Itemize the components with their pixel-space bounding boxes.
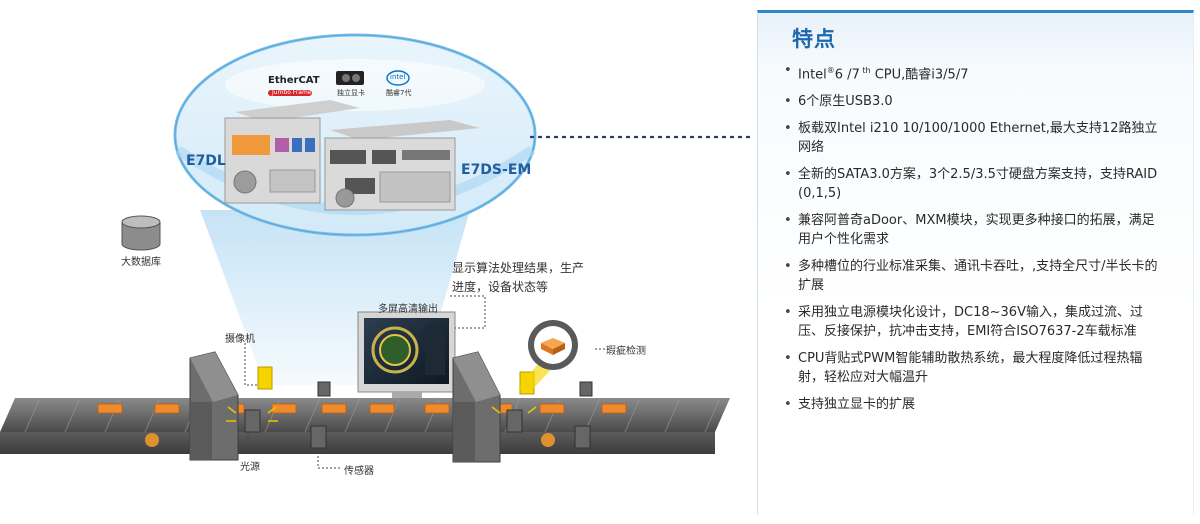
sensor-device: [310, 381, 331, 449]
intel-logo: [386, 70, 410, 86]
feature-item: 采用独立电源模块化设计，DC18~36V输入，集成过流、过压、反接保护，抗冲击支…: [784, 303, 1167, 341]
database-icon: [121, 215, 161, 251]
feature-cpu-th: th: [859, 66, 871, 75]
defect-detection-icon: [518, 320, 578, 392]
display-note: 显示算法处理结果，生产 进度，设备状态等: [452, 259, 602, 297]
system-diagram: EtherCAT Jumbo Frame 独立显卡 intel 酷睿7代 E7D…: [0, 33, 757, 477]
features-list: Intel®6 /7 th CPU,酷睿i3/5/7 6个原生USB3.0 板载…: [784, 61, 1167, 414]
display-note-line1: 显示算法处理结果，生产: [452, 261, 585, 275]
model-label-e7ds-em: E7DS-EM: [461, 162, 532, 178]
sensor-label: 传感器: [344, 466, 374, 477]
light-source-label: 光源: [240, 462, 260, 473]
defect-detection-label: 瑕疵检测: [606, 346, 646, 357]
feature-cpu-gen: 6 /7: [834, 67, 860, 83]
feature-item: CPU背贴式PWM智能辅助散热系统，最大程度降低过程热辐射，轻松应对大幅温升: [784, 349, 1167, 387]
ethercat-logo-text: EtherCAT: [268, 75, 320, 86]
camera-label: 摄像机: [225, 334, 255, 345]
gpu-icon: [336, 71, 364, 85]
model-label-e7dl: E7DL: [186, 153, 226, 169]
right-gantry: [452, 351, 501, 463]
features-title: 特点: [792, 27, 836, 51]
e7ds-em-computer: [324, 120, 480, 211]
feature-cpu-post: CPU,酷睿i3/5/7: [870, 67, 969, 83]
feature-item: 板载双Intel i210 10/100/1000 Ethernet,最大支持1…: [784, 119, 1167, 157]
feature-item: 6个原生USB3.0: [784, 92, 1167, 111]
left-gantry: [189, 351, 239, 461]
diagram-graphic: [0, 33, 757, 469]
feature-item: 支持独立显卡的扩展: [784, 395, 1167, 414]
intel-logo-text: intel: [390, 73, 406, 81]
feature-item: 兼容阿普奇aDoor、MXM模块，实现更多种接口的拓展，满足用户个性化需求: [784, 211, 1167, 249]
light-source-left: [226, 366, 278, 433]
ethercat-logo: [268, 90, 312, 96]
feature-cpu-pre: Intel: [798, 67, 827, 83]
feature-item-cpu: Intel®6 /7 th CPU,酷睿i3/5/7: [784, 61, 1167, 84]
features-panel: 特点 Intel®6 /7 th CPU,酷睿i3/5/7 6个原生USB3.0…: [757, 10, 1194, 515]
feature-item: 多种槽位的行业标准采集、通讯卡吞吐，,支持全尺寸/半长卡的扩展: [784, 257, 1167, 295]
gpu-label: 独立显卡: [337, 89, 365, 97]
monitor-label: 多屏高清输出: [378, 304, 438, 315]
feature-item: 全新的SATA3.0方案，3个2.5/3.5寸硬盘方案支持，支持RAID (0,…: [784, 165, 1167, 203]
e7dl-computer: [224, 100, 360, 204]
monitor: [357, 311, 456, 402]
leader-lines: [244, 295, 610, 469]
feature-cpu-reg: ®: [826, 66, 835, 75]
ethercat-badge-text: Jumbo Frame: [272, 89, 312, 96]
display-note-line2: 进度，设备状态等: [452, 280, 549, 294]
intel-label: 酷睿7代: [386, 89, 412, 97]
database-label: 大数据库: [121, 257, 161, 268]
